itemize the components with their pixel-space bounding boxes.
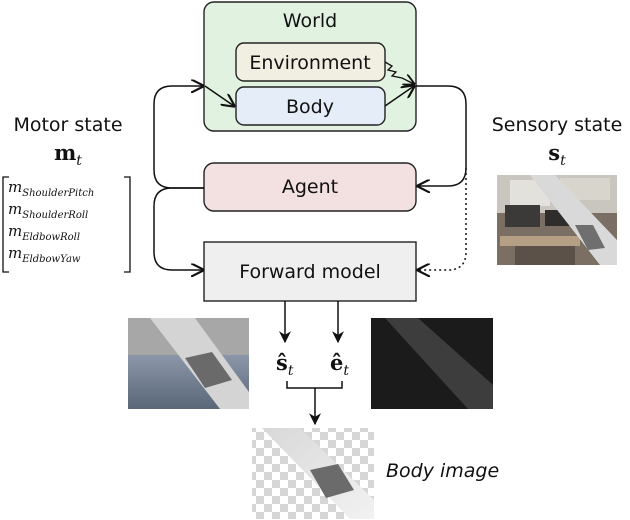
body-image-label: Body image (386, 460, 499, 482)
sensory-camera-image (497, 175, 617, 265)
motor-vector-left-bracket (2, 176, 9, 273)
motor-component-2: mEldbowRoll (8, 222, 80, 243)
sensory-state-title: Sensory state (492, 114, 623, 136)
motor-component-1: mShoulderRoll (8, 200, 88, 221)
forward-model-box: Forward model (203, 241, 417, 302)
predicted-sensory-image (128, 318, 249, 409)
sensory-state-group: Sensory state st (492, 114, 623, 265)
s-hat-symbol: ŝt (276, 350, 294, 379)
agent-box: Agent (203, 162, 417, 212)
body-to-sensory-arrow (384, 86, 414, 107)
environment-to-sensory-arrow (384, 61, 414, 84)
motor-components: mShoulderPitch mShoulderRoll mEldbowRoll… (8, 178, 94, 265)
body-label: Body (286, 96, 334, 118)
world-to-body-arrow (204, 85, 234, 106)
forward-model-outputs: ŝt êt (276, 350, 349, 379)
environment-label: Environment (249, 52, 370, 74)
world-title: World (283, 10, 337, 32)
motor-vector-right-bracket (124, 176, 131, 273)
forward-model-label: Forward model (239, 261, 381, 283)
motor-state-title: Motor state (13, 114, 122, 136)
body-box: Body (235, 86, 386, 126)
agent-to-forward-arrow (153, 187, 204, 270)
motor-component-3: mEldbowYaw (8, 244, 81, 265)
motor-state-group: Motor state mt mShoulderPitch mShoulderR… (2, 114, 131, 273)
predicted-mask-image (371, 318, 493, 409)
motor-state-symbol: mt (54, 140, 82, 169)
agent-to-world-arrow (153, 86, 204, 189)
agent-label: Agent (282, 176, 338, 198)
world-to-agent-arrow (416, 85, 467, 186)
connector-arrows (153, 61, 467, 426)
motor-component-0: mShoulderPitch (8, 178, 94, 199)
e-hat-symbol: êt (330, 350, 349, 379)
environment-box: Environment (235, 42, 386, 82)
sensory-state-symbol: st (548, 140, 566, 169)
body-image-picture (252, 428, 374, 519)
merge-bracket (286, 381, 343, 389)
